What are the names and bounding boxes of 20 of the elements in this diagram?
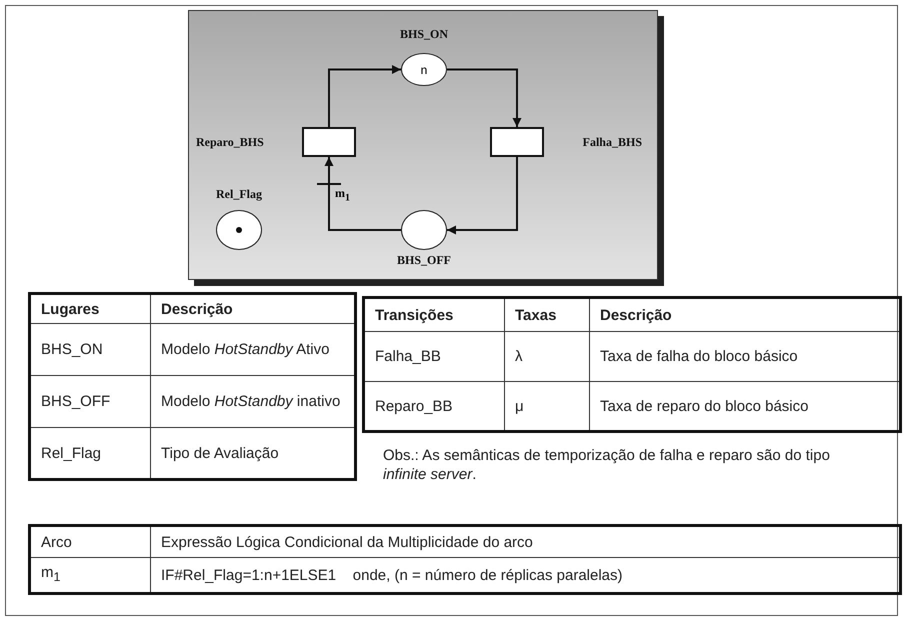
arc-arrow	[328, 65, 401, 127]
table-cell: Arco	[30, 526, 150, 558]
column-header: Taxas	[504, 298, 590, 332]
column-header: Transições	[364, 298, 504, 332]
node-label: Rel_Flag	[215, 186, 263, 202]
column-header: Lugares	[30, 294, 150, 324]
node-label: BHS_OFF	[396, 252, 452, 268]
node-label: Falha_BHS	[582, 134, 642, 150]
node-label: Reparo_BHS	[196, 134, 264, 150]
table-cell: BHS_OFF	[30, 376, 150, 428]
table-cell: Falha_BB	[364, 332, 504, 382]
arc-arrow	[447, 157, 518, 234]
arc-arrow	[447, 68, 522, 127]
table-cell: λ	[504, 332, 590, 382]
table-cell: BHS_ON	[30, 324, 150, 376]
arc-arrow	[324, 157, 401, 231]
edge-label: m$_{1}$	[335, 186, 350, 204]
note-text: Obs.: As semânticas de temporização de falha e reparo são do tipo infinite server.	[383, 446, 831, 484]
node-label: BHS_ON	[398, 26, 449, 42]
token-count: n	[420, 62, 428, 76]
